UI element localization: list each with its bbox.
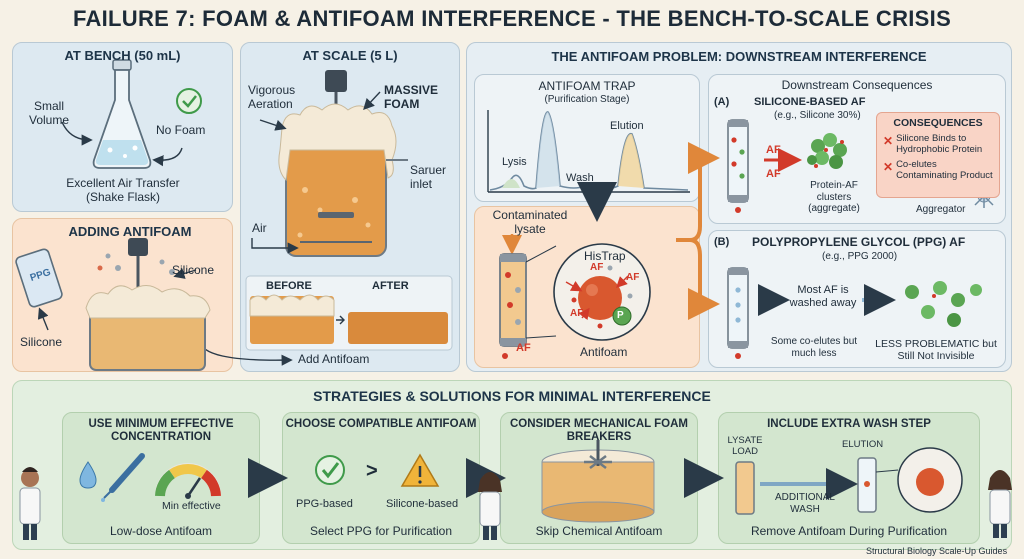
lysate-load-label: LYSATE LOAD	[727, 435, 763, 457]
wash-label: Wash	[566, 172, 594, 184]
pipette-icon	[101, 453, 145, 502]
af-drop-label: AF	[516, 342, 531, 354]
washed-away-label: Most AF is washed away	[789, 284, 857, 309]
trap-subtitle: (Purification Stage)	[544, 94, 630, 105]
a-title: SILICONE-BASED AF	[754, 96, 866, 108]
strategies-header: STRATEGIES & SOLUTIONS FOR MINIMAL INTER…	[313, 388, 711, 404]
histrap-column	[499, 234, 557, 359]
strategy-3-caption: Skip Chemical Antifoam	[535, 524, 663, 538]
strategy-3-title: CONSIDER MECHANICAL FOAM BREAKERS	[509, 418, 689, 444]
protein-p-label: P	[617, 310, 624, 321]
a-af-label-2: AF	[766, 168, 781, 180]
trap-title: ANTIFOAM TRAP	[538, 79, 636, 93]
histrap-zoom	[553, 243, 651, 341]
adding-header: ADDING ANTIFOAM	[68, 224, 192, 239]
downstream-title: Downstream Consequences	[781, 78, 933, 92]
before-label: BEFORE	[266, 280, 312, 292]
consequence-item-2: ✕ Co-elutes Contaminating Product	[883, 158, 993, 181]
page-title: FAILURE 7: FOAM & ANTIFOAM INTERFERENCE …	[72, 6, 952, 31]
b-title: POLYPROPYLENE GLYCOL (PPG) AF	[752, 235, 966, 249]
gauge-icon	[155, 463, 221, 499]
greater-than-symbol: >	[366, 460, 378, 482]
b-subtitle: (e.g., PPG 2000)	[822, 251, 898, 262]
af-zoom-label-3: AF	[590, 262, 604, 273]
b-label: (B)	[714, 236, 730, 248]
consequences-box: CONSEQUENCES ✕ Silicone Binds to Hydroph…	[876, 112, 1000, 198]
silicone-left-label: Silicone	[20, 335, 63, 349]
elution-small-label: ELUTION	[842, 439, 884, 450]
strategy-2-right: Silicone-based	[386, 498, 459, 510]
air-label: Air	[252, 221, 267, 235]
scale-header: AT SCALE (5 L)	[302, 48, 398, 63]
coelutes-label: Some co-elutes but much less	[770, 336, 858, 359]
check-icon	[176, 88, 202, 114]
wash-columns	[735, 447, 963, 515]
strategy-4-caption: Remove Antifoam During Purification	[750, 524, 948, 538]
less-problematic-label: LESS PROBLEMATIC but Still Not Invisible	[875, 338, 997, 363]
additional-wash-label: ADDITIONAL WASH	[774, 492, 835, 515]
vigorous-aeration-label: Vigorous Aeration	[248, 83, 296, 111]
ppg-bottle-icon	[15, 248, 63, 308]
antifoam-label: Antifoam	[580, 345, 628, 359]
scientist-middle	[478, 472, 502, 540]
af-zoom-label-2: AF	[570, 308, 584, 319]
after-label: AFTER	[372, 280, 409, 292]
check-circle-icon	[315, 455, 345, 485]
scientist-right	[988, 470, 1012, 538]
strategy-1-title: USE MINIMUM EFFECTIVE CONCENTRATION	[88, 418, 234, 444]
problem-header: THE ANTIFOAM PROBLEM: DOWNSTREAM INTERFE…	[551, 49, 927, 64]
no-foam-label: No Foam	[156, 123, 206, 137]
clusters-label: Protein-AF clusters (aggregate)	[808, 180, 860, 214]
strategy-1-caption: Low-dose Antifoam	[109, 524, 213, 538]
bioreactor	[278, 70, 408, 257]
protein-af-clusters	[807, 133, 847, 169]
a-af-label-1: AF	[766, 144, 781, 156]
strategy-1-gauge-label: Min effective	[162, 500, 221, 512]
bench-caption: Excellent Air Transfer (Shake Flask)	[66, 176, 180, 204]
add-antifoam-label: Add Antifoam	[298, 352, 370, 366]
before-after	[245, 275, 453, 351]
a-label: (A)	[714, 96, 730, 108]
x-icon: ✕	[883, 134, 894, 149]
warning-icon	[400, 453, 440, 487]
shake-flask	[92, 59, 152, 169]
scientist-left	[19, 467, 41, 540]
ppg-column	[727, 267, 749, 359]
strategy-2-left: PPG-based	[296, 498, 353, 510]
x-icon: ✕	[883, 159, 894, 174]
ppg-protein-clusters	[905, 281, 982, 327]
massive-foam-label: MASSIVE FOAM	[384, 83, 439, 111]
silicone-top-label: Silicone	[172, 263, 215, 277]
consequences-title: CONSEQUENCES	[893, 117, 983, 129]
aggregator-label: Aggregator	[916, 204, 966, 215]
bench-header: AT BENCH (50 mL)	[64, 48, 181, 63]
contaminated-lysate-label: Contaminated lysate	[492, 208, 568, 236]
lysis-label: Lysis	[502, 156, 527, 168]
histrap-label: HisTrap	[584, 249, 626, 263]
mechanical-foam-breaker	[541, 440, 655, 523]
adding-reactor	[85, 238, 211, 371]
sparger-inlet-label: Saruer inlet	[410, 163, 447, 191]
a-subtitle: (e.g., Silicone 30%)	[774, 110, 861, 121]
small-volume-label: Small Volume	[28, 99, 70, 127]
strategy-2-caption: Select PPG for Purification	[309, 524, 453, 538]
consequence-item-1: ✕ Silicone Binds to Hydrophobic Protein	[883, 133, 983, 155]
af-zoom-label-1: AF	[626, 272, 640, 283]
strategy-2-title: CHOOSE COMPATIBLE ANTIFOAM	[285, 418, 477, 430]
droplet-icon	[79, 461, 97, 489]
strategy-4-title: INCLUDE EXTRA WASH STEP	[767, 418, 931, 430]
silicone-column	[727, 119, 749, 213]
footer-credit: Structural Biology Scale-Up Guides	[866, 546, 1008, 556]
elution-label: Elution	[610, 120, 644, 132]
